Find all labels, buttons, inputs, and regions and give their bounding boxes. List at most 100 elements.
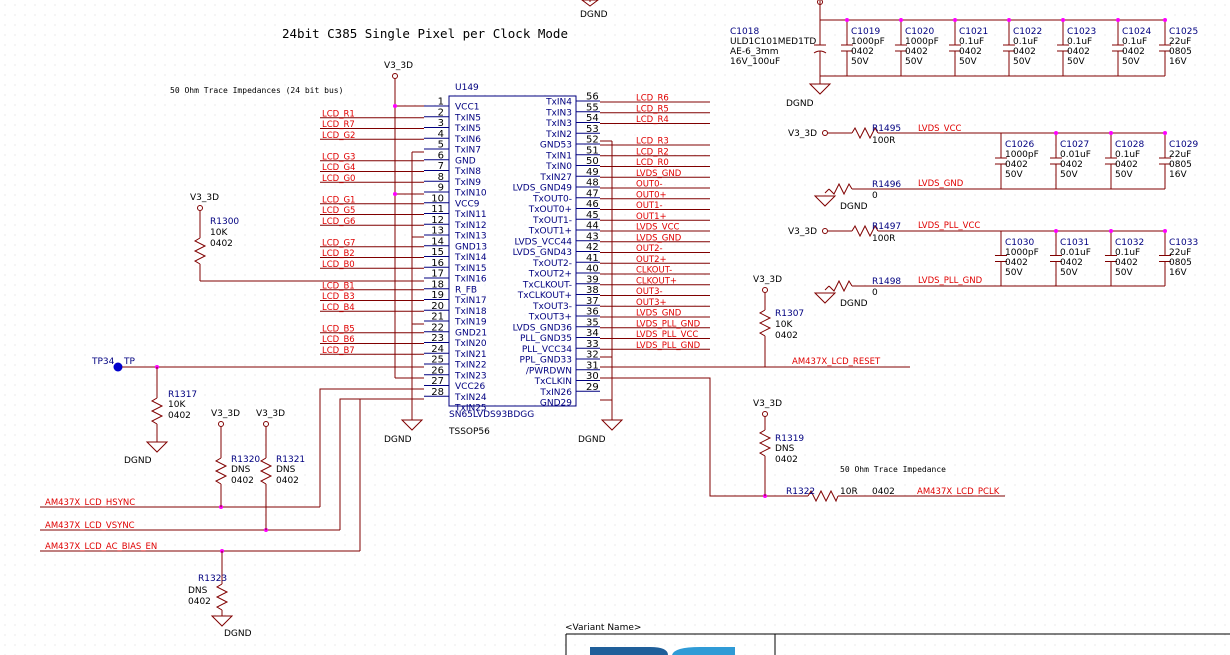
net-label: LCD_R6	[636, 94, 669, 104]
resistor-r1317[interactable]: R1317 10K 0402 DGND	[124, 367, 197, 466]
resistor-r1320[interactable]: V3_3D R1320 DNS 0402	[211, 409, 260, 507]
cap-package: 0805	[1169, 47, 1192, 57]
pin-name: TxIN27	[539, 173, 572, 183]
resistor-r1322[interactable]: R1322 10R 0402	[786, 487, 895, 503]
pin-name: TxIN17	[454, 296, 487, 306]
pin-name: TxCLKOUT+	[517, 291, 572, 301]
cap-package: 0402	[851, 47, 874, 57]
ic-pin-right[interactable]: 31/PWRDWN	[526, 360, 600, 376]
resistor-r1300[interactable]: V3_3D R1300 10K 0402	[190, 193, 424, 282]
resistor-r1323[interactable]: R1323 DNS 0402 DGND	[188, 551, 252, 639]
net-label: LVDS_GND	[636, 233, 682, 243]
svg-text:LVDS_VCC: LVDS_VCC	[918, 124, 962, 134]
svg-text:V3_3D: V3_3D	[211, 409, 240, 419]
cap-rating: 50V	[959, 57, 977, 67]
net-pclk: AM437X_LCD_PCLK	[600, 377, 1005, 498]
svg-text:DNS: DNS	[188, 586, 208, 596]
resistor-r1307[interactable]: V3_3D R1307 10K 0402	[753, 275, 804, 367]
svg-text:100R: 100R	[872, 234, 895, 244]
resistor-r1319[interactable]: V3_3D R1319 DNS 0402	[753, 399, 804, 496]
ic-pin-left[interactable]: TxIN25	[454, 404, 487, 414]
resistor-r1321[interactable]: V3_3D R1321 DNS 0402	[256, 409, 305, 530]
ic-pin-right[interactable]: GND29	[540, 399, 572, 409]
svg-text:DGND: DGND	[224, 629, 252, 639]
pin-name: TxCLKOUT-	[522, 280, 572, 290]
testpoint-tp34[interactable]: TP34 TP	[91, 357, 424, 372]
cap-ref: C1018	[730, 27, 759, 37]
svg-text:V3_3D: V3_3D	[256, 409, 285, 419]
